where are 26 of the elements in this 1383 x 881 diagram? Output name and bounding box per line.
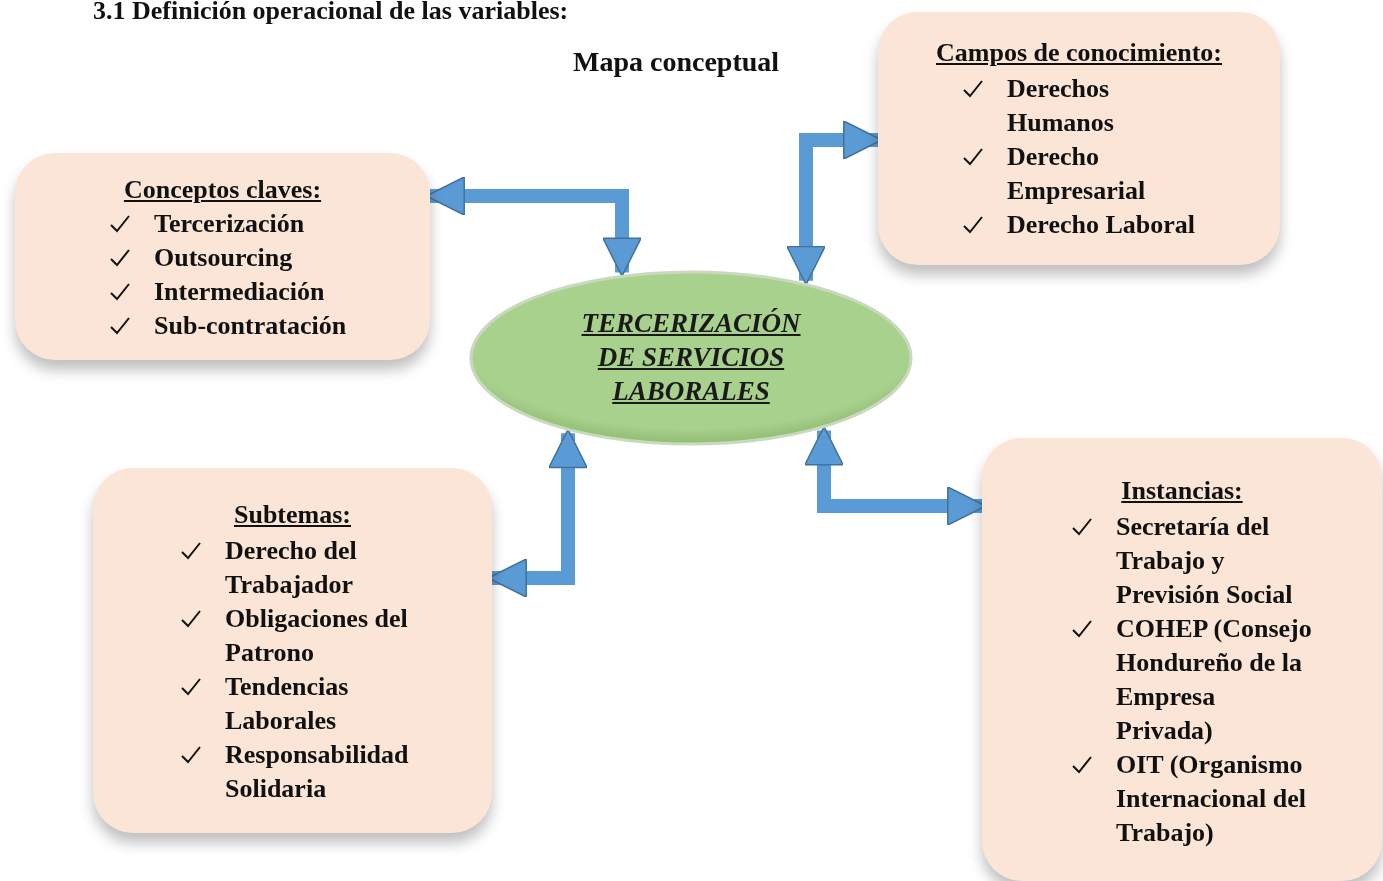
category-box	[982, 438, 1382, 881]
checklist-item: Intermediación	[154, 277, 325, 306]
checklist-item: Sub-contratación	[154, 311, 347, 340]
page-title: 3.1 Definición operacional de las variables:	[93, 0, 569, 26]
category-box	[15, 153, 430, 360]
category-box	[93, 468, 492, 833]
category-box	[878, 12, 1280, 265]
checklist-item: COHEP (Consejo Hondureño de la Empresa Privada)	[1116, 614, 1312, 745]
checklist-item: Derecho Empresarial	[1007, 142, 1146, 205]
box-heading: Instancias:	[1120, 476, 1244, 506]
checklist-item: Derechos Humanos	[1007, 74, 1114, 137]
checklist-item: Tercerización	[154, 209, 305, 238]
topic-ellipse	[469, 270, 913, 446]
checklist-item: Outsourcing	[154, 243, 293, 272]
checklist-item: OIT (Organismo Internacional del Trabajo)	[1116, 750, 1306, 847]
checklist-item: Obligaciones del Patrono	[225, 604, 408, 667]
box-heading: Campos de conocimiento:	[935, 38, 1223, 68]
box-heading: Subtemas:	[233, 500, 352, 530]
topic-text: TERCERIZACIÓN DE SERVICIOS LABORALES	[580, 307, 803, 408]
checklist-item: Responsabilidad Solidaria	[225, 740, 409, 803]
box-heading: Conceptos claves:	[122, 175, 323, 205]
checklist-item: Tendencias Laborales	[225, 672, 349, 735]
checklist-item: Derecho del Trabajador	[225, 536, 357, 599]
checklist-item: Secretaría del Trabajo y Previsión Social	[1116, 512, 1293, 609]
diagram-subtitle: Mapa conceptual	[573, 46, 780, 78]
checklist-item: Derecho Laboral	[1007, 210, 1195, 239]
